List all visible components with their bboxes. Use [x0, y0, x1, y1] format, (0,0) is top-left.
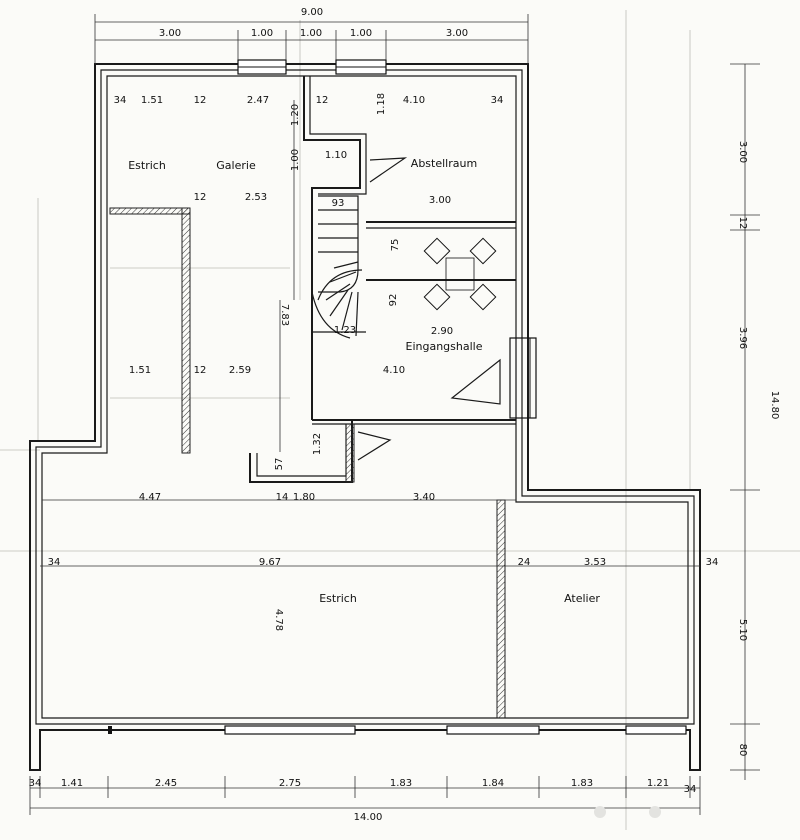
- dim-right-2: 12: [737, 217, 748, 230]
- dim-bottom-6: 1.83: [571, 778, 593, 789]
- dim-bottom-5: 1.84: [482, 778, 504, 789]
- label-24: 24: [518, 557, 531, 568]
- label-12b: 12: [316, 95, 329, 106]
- label-93: 93: [332, 198, 345, 209]
- label-92: 92: [388, 294, 399, 307]
- dim-top-total: 9.00: [301, 7, 323, 18]
- label-253: 2.53: [245, 192, 267, 203]
- room-galerie: Galerie: [216, 159, 256, 172]
- label-34b: 34: [491, 95, 504, 106]
- room-estrich-main: Estrich: [319, 592, 357, 605]
- dimension-lines: [29, 14, 760, 815]
- spiral-stair: [311, 195, 366, 339]
- label-100: 1.00: [290, 149, 301, 171]
- label-478: 4.78: [273, 609, 284, 631]
- label-123: 1.23: [334, 325, 356, 336]
- top-windows: [237, 59, 387, 75]
- label-12d: 12: [194, 365, 207, 376]
- dim-right-1: 3.00: [737, 141, 748, 163]
- label-180: 1.80: [293, 492, 315, 503]
- label-12c: 12: [194, 192, 207, 203]
- label-353: 3.53: [584, 557, 606, 568]
- dim-bottom-total: 14.00: [354, 812, 383, 823]
- construction-lines: [0, 10, 800, 830]
- room-atelier: Atelier: [564, 592, 600, 605]
- dining-furniture: [423, 237, 497, 311]
- dim-right-4: 5.10: [737, 619, 748, 641]
- punch-hole: [649, 806, 661, 818]
- label-967: 9.67: [259, 557, 281, 568]
- label-110: 1.10: [325, 150, 347, 161]
- dim-bottom-2: 2.45: [155, 778, 177, 789]
- label-410b: 4.10: [383, 365, 405, 376]
- label-75: 75: [390, 239, 401, 252]
- dim-bottom-3: 2.75: [279, 778, 301, 789]
- label-447: 4.47: [139, 492, 161, 503]
- label-34c: 34: [48, 557, 61, 568]
- punch-hole: [594, 806, 606, 818]
- outer-walls: [29, 63, 701, 771]
- label-34d: 34: [706, 557, 719, 568]
- label-259: 2.59: [229, 365, 251, 376]
- dim-right-5: 80: [737, 744, 748, 757]
- label-247: 2.47: [247, 95, 269, 106]
- label-132: 1.32: [312, 433, 323, 455]
- dim-top-3: 1.00: [300, 28, 322, 39]
- label-783: 7.83: [279, 304, 290, 326]
- dim-right-3: 3.96: [737, 327, 748, 349]
- dim-top-1: 3.00: [159, 28, 181, 39]
- dim-bottom-8: 34: [684, 784, 697, 795]
- label-57: 57: [274, 458, 285, 471]
- label-34a: 34: [114, 95, 127, 106]
- interior-walls: [109, 76, 537, 719]
- dim-top-2: 1.00: [251, 28, 273, 39]
- dim-top-4: 1.00: [350, 28, 372, 39]
- bottom-windows: [108, 725, 687, 735]
- room-abstellraum: Abstellraum: [411, 157, 477, 170]
- label-120: 1.20: [290, 104, 301, 126]
- room-eingangshalle: Eingangshalle: [406, 340, 483, 353]
- label-151b: 1.51: [129, 365, 151, 376]
- dim-bottom-0: 34: [29, 778, 42, 789]
- dim-bottom-4: 1.83: [390, 778, 412, 789]
- room-estrich-top: Estrich: [128, 159, 166, 172]
- dim-top-5: 3.00: [446, 28, 468, 39]
- dim-bottom-1: 1.41: [61, 778, 83, 789]
- label-118: 1.18: [376, 93, 387, 115]
- door-swings: [357, 157, 501, 461]
- label-14: 14: [276, 492, 289, 503]
- label-151a: 1.51: [141, 95, 163, 106]
- label-290: 2.90: [431, 326, 453, 337]
- label-410a: 4.10: [403, 95, 425, 106]
- dim-bottom-7: 1.21: [647, 778, 669, 789]
- label-300: 3.00: [429, 195, 451, 206]
- label-340: 3.40: [413, 492, 435, 503]
- dim-right-total: 14.80: [769, 391, 780, 420]
- label-12a: 12: [194, 95, 207, 106]
